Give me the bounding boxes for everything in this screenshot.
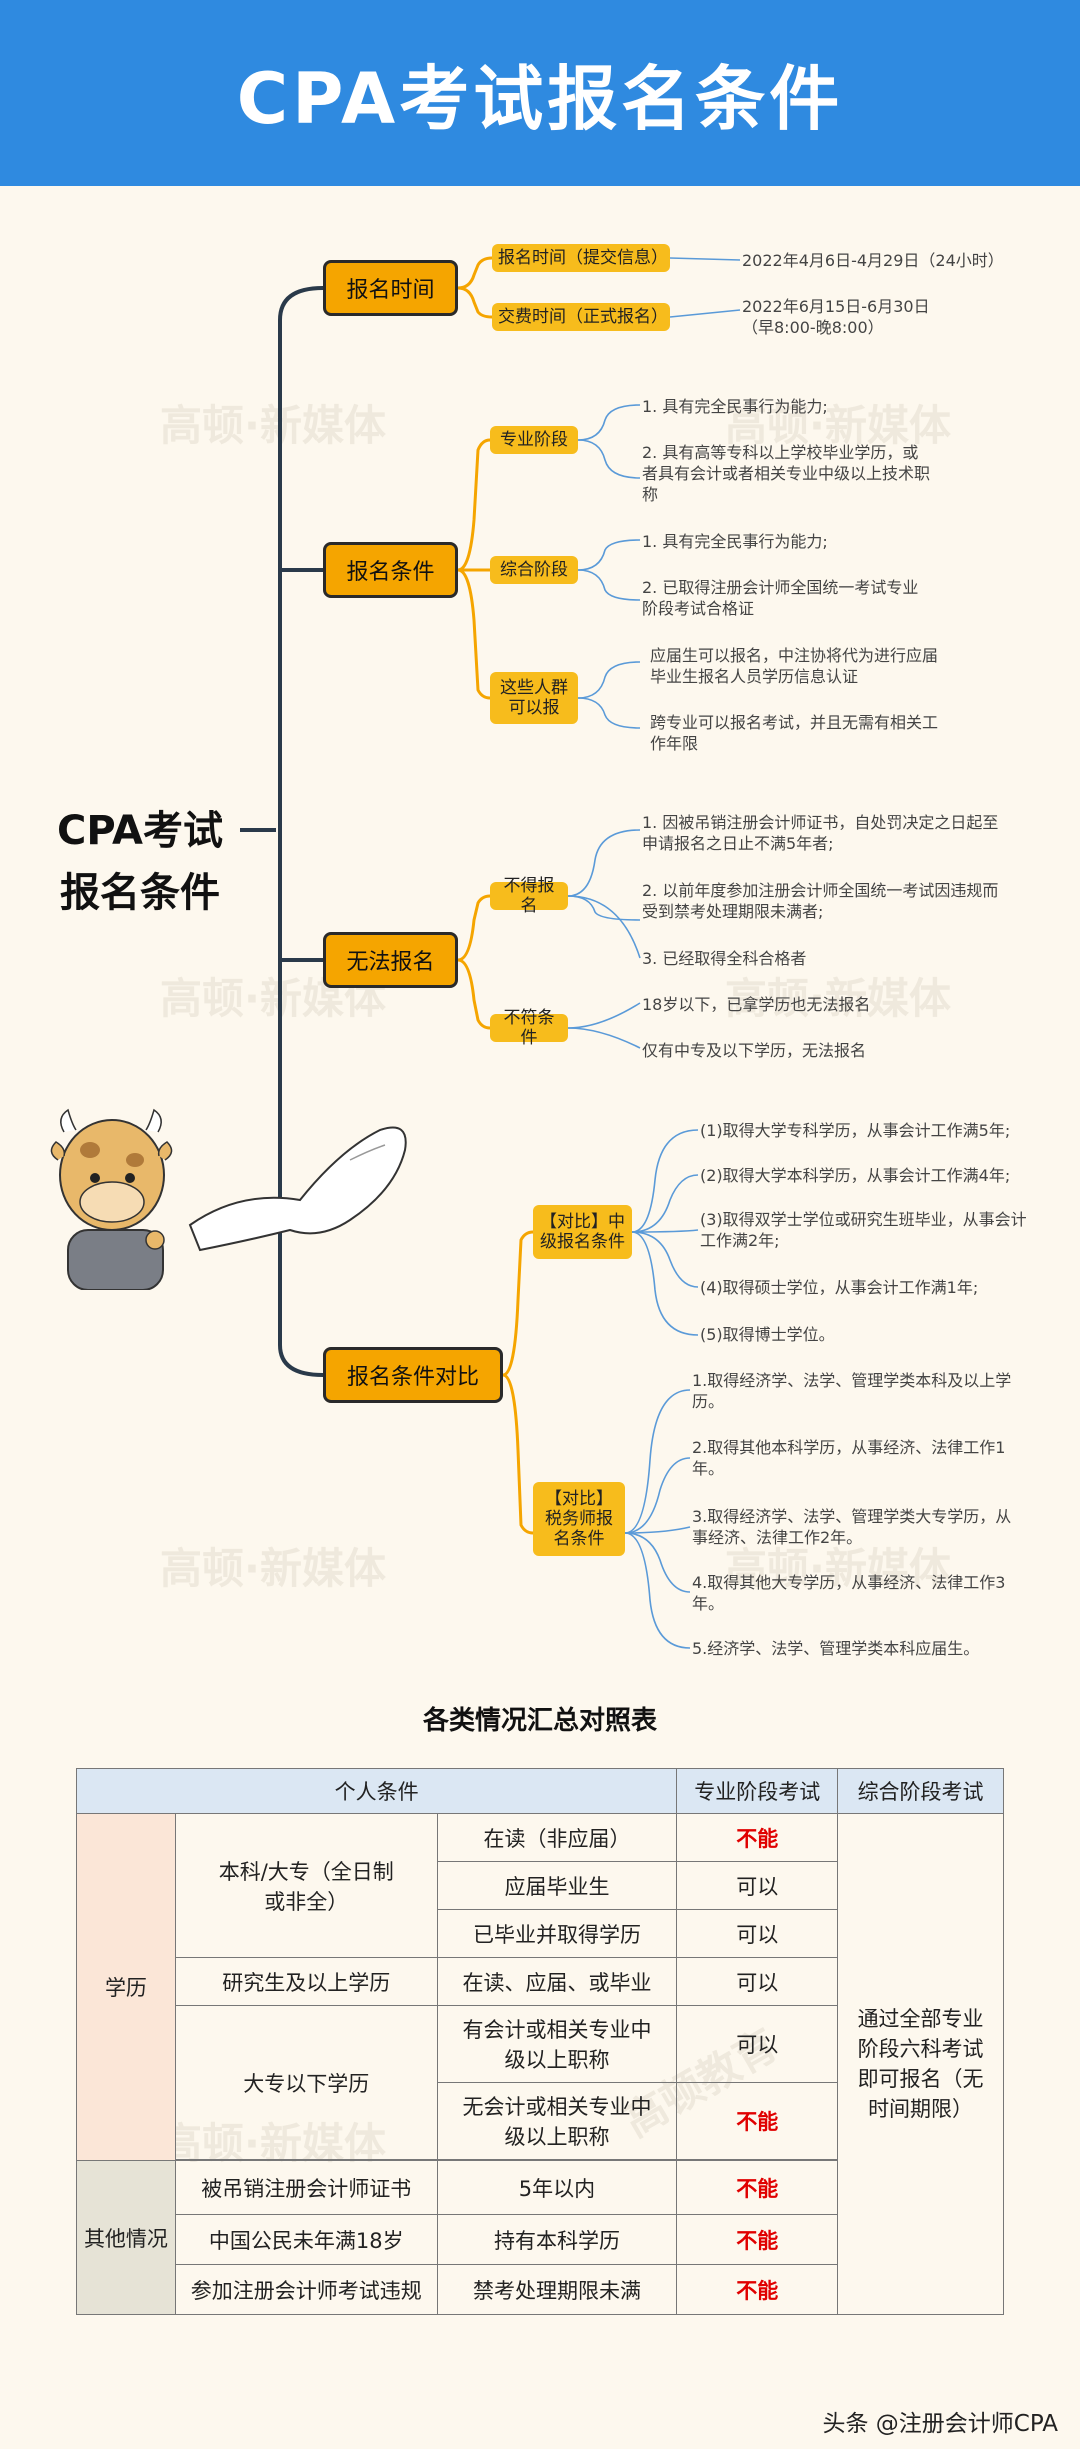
tax-item-2: 2.取得其他本科学历，从事经济、法律工作1年。 <box>692 1438 1006 1478</box>
table-row: 学历 本科/大专（全日制或非全） 在读（非应届） 不能 通过全部专业阶段六科考试… <box>76 1813 1004 2315</box>
forbidden-item-3: 3. 已经取得全科合格者 <box>642 949 807 968</box>
table-row: 其他情况 被吊销注册会计师证书 5年以内 不能 <box>76 2160 1004 2315</box>
cell: 无会计或相关专业中级以上职称 <box>436 2082 678 2160</box>
cell: 持有本科学历 <box>436 2214 678 2265</box>
other-label: 其他情况 <box>76 2160 176 2315</box>
footer-attribution: 头条 @注册会计师CPA <box>822 2411 1058 2437</box>
table-row: 参加注册会计师考试违规 禁考处理期限未满 不能 <box>77 2264 1004 2315</box>
bk-label: 本科/大专（全日制或非全） <box>174 1813 438 1958</box>
eligible-item-2: 跨专业可以报名考试，并且无需有相关工作年限 <box>650 713 939 753</box>
branch-comparison: 报名条件对比 <box>323 1347 503 1403</box>
edu-label: 学历 <box>76 1813 176 2161</box>
cell: 5年以内 <box>436 2160 678 2215</box>
pill-submit-time: 报名时间（提交信息） <box>492 244 670 272</box>
comprehensive-note: 通过全部专业阶段六科考试即可报名（无时间期限） <box>837 1813 1004 2315</box>
cell-result: 不能 <box>676 2160 839 2215</box>
table-row: 大专以下学历 有会计或相关专业中级以上职称 可以 <box>77 2005 1004 2160</box>
tax-item-4: 4.取得其他大专学历，从事经济、法律工作3年。 <box>692 1573 1006 1613</box>
watermark: 高顿·新媒体 <box>725 1544 951 1593</box>
intermediate-item-4: (4)取得硕士学位，从事会计工作满1年; <box>700 1278 979 1297</box>
cell: 被吊销注册会计师证书 <box>174 2160 438 2215</box>
pill-intermediate-compare: 【对比】中级报名条件 <box>533 1205 632 1259</box>
cell: 有会计或相关专业中级以上职称 <box>436 2005 678 2083</box>
cell: 应届毕业生 <box>436 1861 678 1910</box>
pill-payment-time: 交费时间（正式报名） <box>492 303 670 331</box>
watermark: 高顿·新媒体 <box>160 401 386 450</box>
table-title: 各类情况汇总对照表 <box>422 1706 657 1736</box>
pill-tax-advisor-compare: 【对比】税务师报名条件 <box>533 1482 625 1556</box>
comprehensive-item-1: 1. 具有完全民事行为能力; <box>642 532 828 551</box>
table-row: 中国公民未年满18岁 持有本科学历 不能 <box>77 2214 1004 2265</box>
header-professional: 专业阶段考试 <box>676 1768 839 1814</box>
cell-result: 可以 <box>676 2005 839 2083</box>
pill-professional-stage: 专业阶段 <box>490 426 578 454</box>
cell-result: 不能 <box>676 2214 839 2265</box>
unqualified-item-2: 仅有中专及以下学历，无法报名 <box>642 1041 867 1060</box>
dz-label: 大专以下学历 <box>174 2005 438 2160</box>
table-header-row: 个人条件 专业阶段考试 综合阶段考试 <box>75 1768 1004 1814</box>
header-personal: 个人条件 <box>75 1768 678 1814</box>
intermediate-item-5: (5)取得博士学位。 <box>700 1325 835 1344</box>
branch-registration-conditions: 报名条件 <box>323 542 458 598</box>
tax-item-1: 1.取得经济学、法学、管理学类本科及以上学历。 <box>692 1371 1012 1411</box>
forbidden-item-2: 2. 以前年度参加注册会计师全国统一考试因违规而受到禁考处理期限未满者; <box>642 881 999 921</box>
cell-result: 可以 <box>676 1909 839 1958</box>
cell: 中国公民未年满18岁 <box>174 2214 438 2265</box>
watermark: 高顿·新媒体 <box>725 974 951 1023</box>
submit-time-text: 2022年4月6日-4月29日（24小时） <box>742 251 1004 270</box>
cell: 研究生及以上学历 <box>174 1957 438 2006</box>
comprehensive-item-2: 2. 已取得注册会计师全国统一考试专业阶段考试合格证 <box>642 578 919 618</box>
table-row: 无会计或相关专业中级以上职称 不能 <box>77 2082 1004 2160</box>
summary-table: 个人条件 专业阶段考试 综合阶段考试 学历 本科/大专（全日制或非全） 在读（非… <box>75 1768 1004 2315</box>
center-title-line1: CPA考试 <box>57 808 223 854</box>
cell-result: 可以 <box>676 1861 839 1910</box>
forbidden-item-1: 1. 因被吊销注册会计师证书，自处罚决定之日起至申请报名之日止不满5年者; <box>642 813 999 853</box>
professional-item-1: 1. 具有完全民事行为能力; <box>642 397 828 416</box>
tax-item-3: 3.取得经济学、法学、管理学类大专学历，从事经济、法律工作2年。 <box>692 1507 1012 1547</box>
page-title: CPA考试报名条件 <box>236 57 844 140</box>
intermediate-item-2: (2)取得大学本科学历，从事会计工作满4年; <box>700 1166 1011 1185</box>
header-comprehensive: 综合阶段考试 <box>837 1768 1004 1814</box>
professional-item-2: 2. 具有高等专科以上学校毕业学历，或者具有会计或者相关专业中级以上技术职称 <box>642 443 931 504</box>
cell: 参加注册会计师考试违规 <box>174 2264 438 2315</box>
pill-unqualified: 不符条件 <box>490 1008 568 1048</box>
tax-item-5: 5.经济学、法学、管理学类本科应届生。 <box>692 1639 980 1658</box>
pill-comprehensive-stage: 综合阶段 <box>490 556 578 584</box>
eligible-item-1: 应届生可以报名，中注协将代为进行应届毕业生报名人员学历信息认证 <box>650 646 939 686</box>
pill-eligible-groups: 这些人群可以报 <box>490 672 578 724</box>
watermark: 高顿·新媒体 <box>725 401 951 450</box>
cell: 已毕业并取得学历 <box>436 1909 678 1958</box>
cell-result: 不能 <box>676 2082 839 2160</box>
branch-registration-time: 报名时间 <box>323 260 458 316</box>
cell-result: 不能 <box>676 2264 839 2315</box>
cell: 在读、应届、或毕业 <box>436 1957 678 2006</box>
cell: 禁考处理期限未满 <box>436 2264 678 2315</box>
cell-result: 不能 <box>676 1813 839 1862</box>
watermark: 高顿·新媒体 <box>160 1544 386 1593</box>
center-title: CPA考试 报名条件 <box>40 800 240 924</box>
branch-cannot-register: 无法报名 <box>323 932 458 988</box>
pill-forbidden: 不得报名 <box>490 876 568 916</box>
intermediate-item-3: (3)取得双学士学位或研究生班毕业，从事会计工作满2年; <box>700 1210 1027 1250</box>
center-title-line2: 报名条件 <box>60 870 220 916</box>
unqualified-item-1: 18岁以下，已拿学历也无法报名 <box>642 995 871 1014</box>
cow-mascot-illustration <box>50 1108 407 1290</box>
header-banner: CPA考试报名条件 <box>0 0 1080 186</box>
cell: 在读（非应届） <box>436 1813 678 1862</box>
cell-result: 可以 <box>676 1957 839 2006</box>
table-row: 研究生及以上学历 在读、应届、或毕业 可以 <box>77 1957 1004 2006</box>
payment-time-text: 2022年6月15日-6月30日（早8:00-晚8:00） <box>742 297 930 337</box>
intermediate-item-1: (1)取得大学专科学历，从事会计工作满5年; <box>700 1121 1011 1140</box>
mindmap-connectors <box>240 256 741 1649</box>
